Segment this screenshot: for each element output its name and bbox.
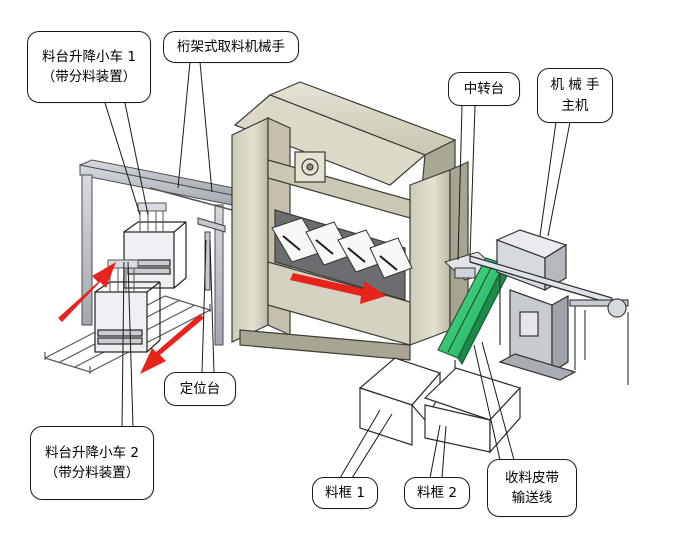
callout-truss-robot-label: 桁架式取料机械手 — [177, 38, 285, 55]
callout-bin-2-label: 料框 2 — [417, 484, 457, 501]
callout-bin-1-label: 料框 1 — [325, 484, 365, 501]
callout-lifting-cart-2-line1: 料台升降小车 2 — [45, 444, 139, 461]
callout-truss-robot: 桁架式取料机械手 — [163, 31, 299, 63]
leader-lines — [104, 61, 571, 479]
callout-robot-main-line1: 机 械 手 — [550, 77, 600, 94]
callout-lifting-cart-1: 料台升降小车 1 （带分料装置） — [27, 31, 151, 103]
callout-belt-conveyor-line1: 收料皮带 — [505, 469, 559, 486]
callout-transfer-table-label: 中转台 — [463, 80, 505, 97]
callout-robot-main-line2: 主机 — [561, 97, 589, 114]
callout-belt-conveyor-line2: 输送线 — [511, 490, 553, 506]
callout-positioning-table: 定位台 — [164, 372, 236, 406]
lifting-cart-1 — [123, 202, 187, 289]
material-bin-1 — [358, 357, 442, 446]
callout-bin-1: 料框 1 — [312, 477, 378, 509]
right-support-stand — [569, 298, 629, 385]
flow-arrow-up-left — [58, 262, 116, 322]
callout-transfer-table: 中转台 — [448, 72, 520, 106]
callout-belt-conveyor: 收料皮带 输送线 — [487, 459, 577, 517]
truss-gantry-frame — [78, 159, 246, 346]
callout-robot-main: 机 械 手 主机 — [537, 68, 613, 123]
callout-lifting-cart-1-line2: （带分料装置） — [41, 69, 137, 85]
callout-lifting-cart-2-line2: （带分料装置） — [44, 465, 140, 481]
press-blank-parts — [271, 217, 413, 279]
flow-arrow-down-left — [140, 314, 204, 374]
callout-bin-2: 料框 2 — [404, 477, 470, 509]
callout-lifting-cart-2: 料台升降小车 2 （带分料装置） — [30, 426, 154, 500]
flow-arrow-press — [290, 273, 386, 304]
callout-lifting-cart-1-line1: 料台升降小车 1 — [42, 48, 136, 65]
belt-conveyor — [437, 257, 511, 390]
material-bin-2 — [423, 367, 522, 454]
press-machine — [231, 81, 469, 361]
robot-main-unit — [469, 229, 613, 381]
callout-positioning-table-label: 定位台 — [179, 380, 221, 397]
